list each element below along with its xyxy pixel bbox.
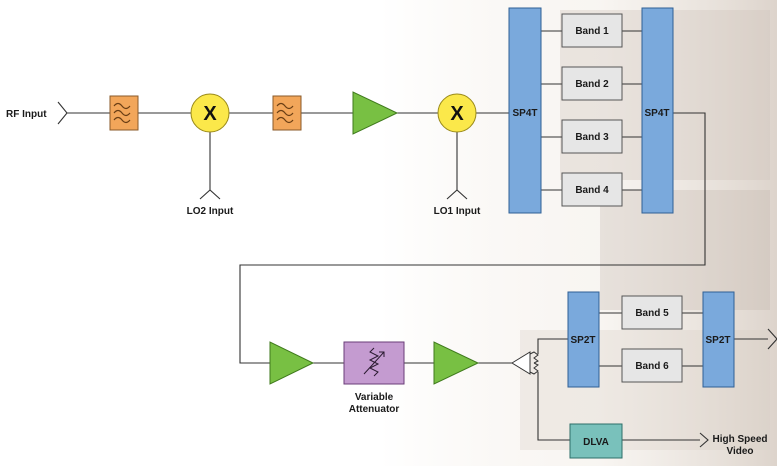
mixer-1-symbol: X <box>203 103 217 125</box>
sp4t-switch-left: SP4T <box>508 7 542 214</box>
lo1-antenna-icon <box>446 189 468 200</box>
rf-input-antenna-icon <box>57 101 68 125</box>
band-5-box: Band 5 <box>621 295 683 330</box>
mixer-2-symbol: X <box>450 103 464 125</box>
sp4t-switch-right: SP4T <box>641 7 674 214</box>
mixer-2-icon: X <box>437 93 477 133</box>
attenuator-label-line1: Variable <box>355 392 394 403</box>
band-1-label: Band 1 <box>575 26 609 37</box>
sp2t-switch-left: SP2T <box>567 291 600 388</box>
rf-input-label: RF Input <box>6 109 47 120</box>
attenuator-label-line2: Attenuator <box>349 404 400 415</box>
band-3-label: Band 3 <box>575 132 609 143</box>
band-1-box: Band 1 <box>561 13 623 48</box>
sp2t-right-label: SP2T <box>705 335 730 346</box>
band-4-box: Band 4 <box>561 172 623 207</box>
dlva-box: DLVA <box>569 423 623 459</box>
signal-wires <box>67 30 768 441</box>
sp2t-output-antenna-icon <box>767 328 777 350</box>
bandpass-filter-2-icon <box>272 95 302 131</box>
amplifier-2-icon <box>269 341 315 385</box>
mixer-1-icon: X <box>190 93 230 133</box>
amplifier-3-icon <box>433 341 480 385</box>
power-splitter-icon <box>511 351 539 375</box>
band-6-box: Band 6 <box>621 348 683 383</box>
band-6-label: Band 6 <box>635 361 669 372</box>
sp4t-left-label: SP4T <box>512 108 537 119</box>
band-4-label: Band 4 <box>575 185 609 196</box>
amplifier-1-icon <box>352 91 399 135</box>
lo2-input-label: LO2 Input <box>187 206 234 217</box>
band-2-label: Band 2 <box>575 79 609 90</box>
band-3-box: Band 3 <box>561 119 623 154</box>
band-2-box: Band 2 <box>561 66 623 101</box>
lo1-input-label: LO1 Input <box>434 206 481 217</box>
lo2-antenna-icon <box>199 189 221 200</box>
output-label-line1: High Speed <box>712 434 767 445</box>
output-arrow-icon <box>699 432 709 448</box>
variable-attenuator-icon <box>343 341 405 385</box>
sp4t-right-label: SP4T <box>644 108 669 119</box>
band-5-label: Band 5 <box>635 308 669 319</box>
output-label-line2: Video <box>726 446 753 457</box>
sp2t-switch-right: SP2T <box>702 291 735 388</box>
dlva-label: DLVA <box>583 437 609 448</box>
sp2t-left-label: SP2T <box>570 335 595 346</box>
bandpass-filter-1-icon <box>109 95 139 131</box>
